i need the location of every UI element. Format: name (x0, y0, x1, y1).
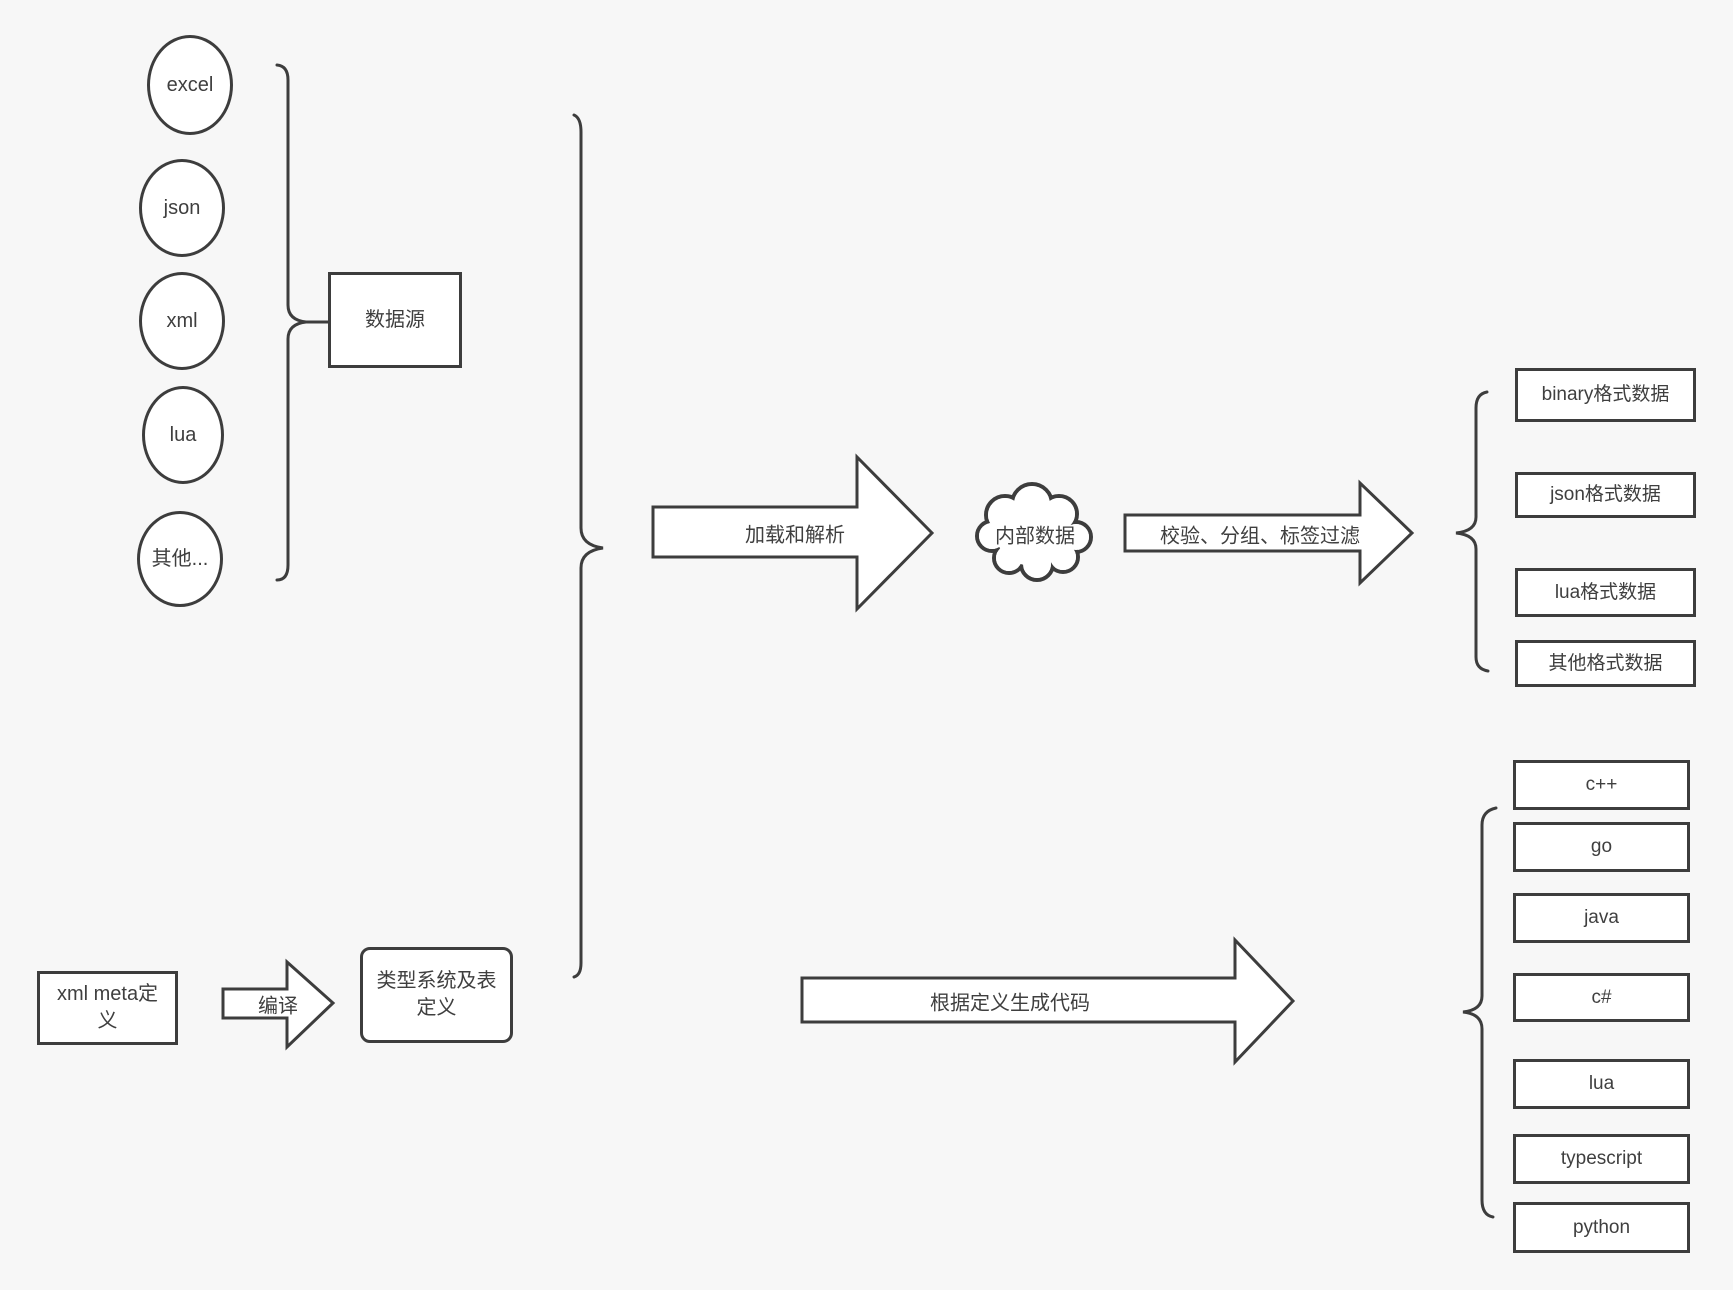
type-system-box-label: 类型系统及表定义 (376, 970, 497, 1019)
language-box-typescript: typescript (1513, 1134, 1690, 1184)
language-box-label: lua (1588, 1073, 1615, 1095)
process-arrow (1123, 479, 1415, 587)
language-box-lua: lua (1513, 1059, 1690, 1109)
load-parse-arrow (651, 453, 935, 613)
language-box-label: go (1590, 836, 1613, 858)
data-source-box: 数据源 (328, 272, 462, 368)
language-box-label: java (1584, 907, 1619, 929)
format-box-json: json格式数据 (1515, 472, 1696, 518)
codegen-arrow-label: 根据定义生成代码 (930, 992, 1090, 1015)
source-node-json: json (139, 159, 225, 257)
language-box-label: python (1572, 1216, 1631, 1238)
source-node-lua: lua (142, 386, 224, 484)
xml-meta-box-label: xml meta定义 (56, 983, 159, 1032)
source-node-label: 其他... (151, 547, 209, 570)
language-box-label: typescript (1560, 1148, 1643, 1170)
format-box-label: lua格式数据 (1554, 581, 1657, 603)
format-box-lua: lua格式数据 (1515, 568, 1696, 617)
format-box-label: json格式数据 (1550, 484, 1661, 506)
language-box-csharp: c# (1513, 973, 1690, 1022)
language-box-java: java (1513, 893, 1690, 943)
load-parse-arrow-label: 加载和解析 (745, 524, 845, 547)
source-node-label: xml (166, 309, 198, 332)
source-node-xml: xml (139, 272, 225, 370)
language-box-label: c++ (1585, 774, 1618, 796)
compile-arrow-label: 编译 (258, 995, 298, 1018)
formats-brace (1455, 390, 1490, 673)
source-node-excel: excel (147, 35, 233, 135)
source-node-other: 其他... (137, 511, 223, 607)
source-node-label: lua (169, 423, 197, 446)
internal-data-cloud-label: 内部数据 (995, 525, 1075, 548)
format-box-label: binary格式数据 (1541, 384, 1670, 406)
input-stage-brace (572, 113, 604, 979)
language-box-go: go (1513, 822, 1690, 872)
languages-brace (1462, 806, 1498, 1219)
type-system-box: 类型系统及表定义 (360, 947, 513, 1043)
format-box-binary: binary格式数据 (1515, 368, 1696, 422)
language-box-cpp: c++ (1513, 760, 1690, 810)
compile-arrow (221, 958, 336, 1051)
process-arrow-label: 校验、分组、标签过滤 (1160, 525, 1360, 548)
language-box-python: python (1513, 1202, 1690, 1253)
format-box-other: 其他格式数据 (1515, 640, 1696, 687)
source-node-label: excel (166, 73, 214, 96)
internal-data-cloud (975, 482, 1093, 582)
sources-brace (275, 63, 307, 582)
language-box-label: c# (1591, 986, 1612, 1008)
codegen-arrow (800, 936, 1296, 1066)
data-source-box-label: 数据源 (365, 308, 425, 331)
format-box-label: 其他格式数据 (1548, 652, 1663, 674)
xml-meta-box: xml meta定义 (37, 971, 178, 1045)
source-node-label: json (163, 196, 201, 219)
